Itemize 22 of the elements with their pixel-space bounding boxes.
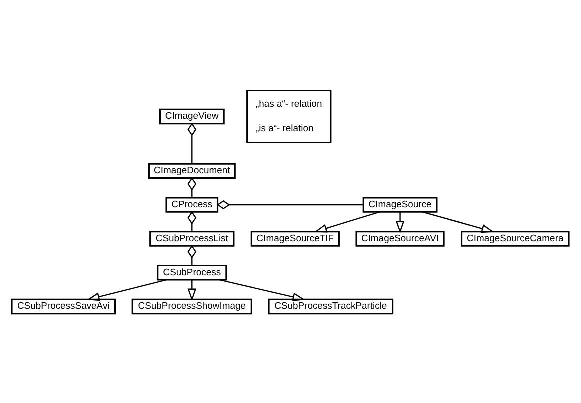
arrow	[188, 280, 197, 302]
node-box: CSubProcess	[157, 264, 228, 281]
node-box: CImageSourceCamera	[461, 231, 570, 247]
node-box: CSubProcessTrackParticle	[268, 298, 394, 315]
arrow	[314, 212, 380, 233]
arrow	[219, 279, 306, 302]
node-box: CSubProcessList	[150, 231, 235, 247]
node-box: CSubProcessSaveAvi	[11, 298, 116, 315]
arrow	[396, 212, 405, 234]
connector	[188, 122, 197, 164]
arrow	[87, 279, 168, 302]
arrow	[422, 212, 494, 234]
legend-label: „has a“- relation	[256, 98, 322, 110]
node-box: CImageSourceAVI	[356, 231, 445, 247]
node-box: CImageSourceTIF	[250, 231, 340, 247]
legend-label: „is a“- relation	[256, 123, 314, 134]
node-box: CImageView	[159, 108, 225, 125]
node-box: CSubProcessShowImage	[132, 298, 252, 315]
node-box: CImageSource	[362, 197, 438, 213]
node-box: CProcess	[166, 197, 219, 213]
node-box: CImageDocument	[148, 163, 236, 180]
connector	[216, 200, 364, 210]
